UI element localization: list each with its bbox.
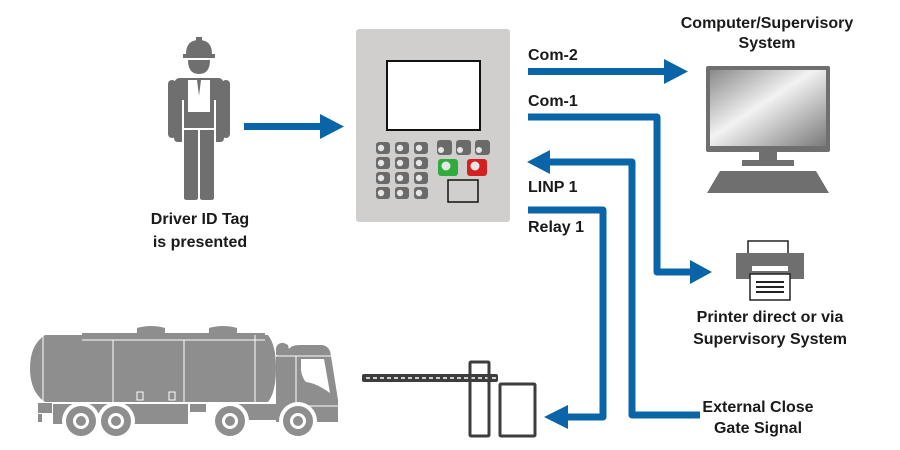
stop-button — [467, 159, 487, 176]
printer-label-line2: Supervisory System — [693, 331, 847, 348]
desktop-computer-icon — [706, 66, 830, 193]
truck-wheel — [62, 402, 100, 440]
keypad-key — [395, 172, 409, 184]
function-key — [456, 140, 471, 155]
printer-icon — [736, 240, 804, 301]
com1-arrow — [528, 113, 694, 276]
printer-label: Printer direct or via Supervisory System — [660, 308, 880, 350]
keypad — [376, 140, 490, 199]
computer-label-line2: System — [738, 35, 796, 52]
relay1-label: Relay 1 — [528, 219, 585, 236]
keypad-key — [414, 142, 428, 154]
printer-label-line1: Printer direct or via — [696, 309, 844, 326]
keypad-key — [395, 157, 409, 169]
keypad-key — [376, 142, 390, 154]
keypad-key — [376, 172, 390, 184]
com2-arrow — [528, 59, 688, 84]
truck-wheel — [97, 402, 135, 440]
keypad-key — [376, 157, 390, 169]
construction-worker-icon — [168, 37, 230, 200]
linp1-arrow — [546, 158, 700, 419]
keypad-key — [414, 157, 428, 169]
computer-label-line1: Computer/Supervisory — [680, 15, 854, 32]
com2-label: Com-2 — [528, 47, 578, 64]
keypad-key — [395, 187, 409, 199]
keypad-key — [376, 187, 390, 199]
truck-wheel — [279, 402, 317, 440]
function-key — [475, 140, 490, 155]
boom-gate-icon — [362, 360, 537, 438]
relay1-arrow — [528, 206, 607, 421]
keypad-key — [414, 172, 428, 184]
com1-label: Com-1 — [528, 93, 578, 110]
gate-signal-label: External Close Gate Signal — [668, 398, 848, 439]
keypad-key — [395, 142, 409, 154]
driver-to-controller-arrow — [244, 114, 344, 139]
linp1-label: LINP 1 — [528, 179, 578, 196]
terminal-controller-icon — [356, 29, 510, 222]
driver-label-line2: is presented — [152, 234, 248, 251]
gate-signal-label-line1: External Close — [702, 399, 814, 416]
start-button — [438, 159, 458, 176]
gate-signal-label-line2: Gate Signal — [713, 420, 803, 437]
tanker-truck-icon — [30, 326, 338, 440]
truck-wheel — [211, 402, 249, 440]
driver-label: Driver ID Tag is presented — [120, 210, 280, 253]
keypad-key — [414, 187, 428, 199]
function-key — [437, 140, 452, 155]
truck-wheels — [62, 402, 317, 440]
computer-label: Computer/Supervisory System — [657, 14, 877, 54]
driver-label-line1: Driver ID Tag — [150, 211, 250, 228]
